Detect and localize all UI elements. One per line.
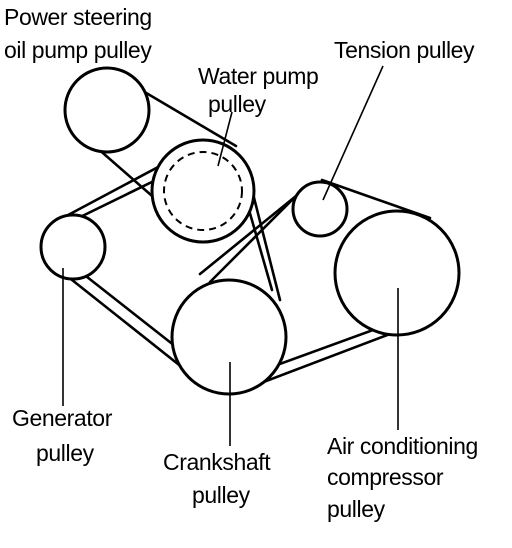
leader-lines (62, 65, 399, 446)
ac-compressor-pulley (333, 209, 461, 337)
water-pump-pulley-inner (163, 151, 243, 231)
label-power-steering: Power steering oil pump pulley (4, 4, 158, 63)
label-tension: Tension pulley (334, 37, 475, 63)
power-steering-pulley (63, 66, 151, 154)
belt-crank-tension-2 (198, 194, 298, 276)
label-crankshaft: Crankshaft pulley (163, 449, 276, 508)
belt-crank-tension (208, 188, 304, 284)
generator-pulley (39, 213, 107, 281)
pulleys (39, 66, 461, 396)
belt-gen-crank (60, 270, 190, 374)
belt-wp-gen-mid (68, 176, 162, 224)
labels: Power steering oil pump pulley Water pum… (4, 4, 484, 522)
leader-water-pump (217, 111, 233, 167)
label-water-pump: Water pump pulley (198, 63, 324, 117)
belt-wp-crank-right (248, 180, 282, 302)
label-generator: Generator pulley (12, 405, 118, 466)
tension-pulley (291, 180, 349, 238)
label-air-conditioning: Air conditioning compressor pulley (327, 433, 484, 522)
water-pump-pulley (150, 138, 256, 244)
leader-tension (322, 65, 384, 201)
crankshaft-pulley (170, 278, 288, 396)
